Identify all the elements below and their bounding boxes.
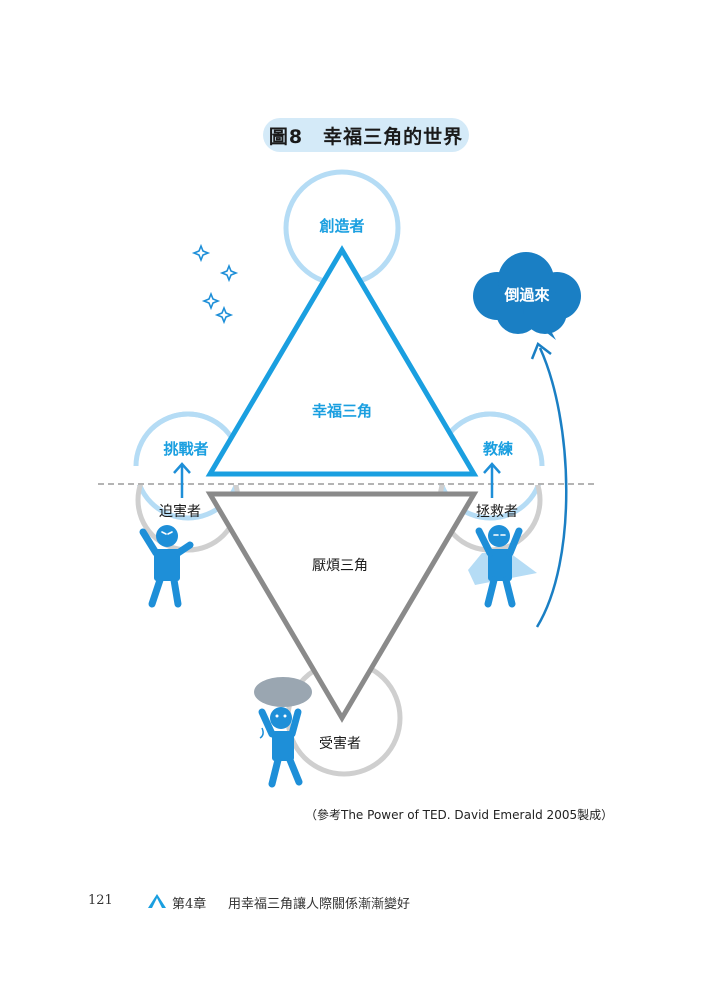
rescuer-figure-icon bbox=[468, 525, 537, 608]
drama-triangle-label: 厭煩三角 bbox=[312, 558, 368, 574]
page-number: 121 bbox=[88, 893, 113, 908]
cloud-shape bbox=[473, 252, 581, 340]
challenger-label: 挑戰者 bbox=[163, 440, 208, 458]
rescuer-label: 拯救者 bbox=[476, 504, 518, 520]
persecutor-figure-icon bbox=[139, 525, 194, 608]
page-footer: 121 第4章 用幸福三角讓人際關係漸漸變好 bbox=[88, 893, 648, 915]
figure-title: 幸福三角的世界 bbox=[323, 125, 464, 148]
drama-triangle bbox=[205, 491, 479, 723]
cloud-label: 倒過來 bbox=[503, 286, 549, 304]
figure-title-banner: 圖8 幸福三角的世界 bbox=[263, 118, 469, 152]
right-up-arrow bbox=[483, 462, 501, 498]
persecutor-label: 迫害者 bbox=[159, 504, 201, 520]
figure-number: 圖8 bbox=[268, 125, 304, 148]
left-up-arrow bbox=[173, 462, 191, 498]
victim-figure-icon bbox=[254, 677, 312, 788]
flip-arrow bbox=[530, 342, 568, 628]
happy-triangle-label: 幸福三角 bbox=[312, 402, 372, 420]
chapter-number: 第4章 bbox=[172, 897, 207, 912]
sparkle-icon bbox=[191, 243, 239, 325]
coach-label: 教練 bbox=[482, 440, 513, 458]
victim-label: 受害者 bbox=[319, 736, 361, 752]
citation: （參考The Power of TED. David Emerald 2005製… bbox=[305, 808, 614, 822]
triangle-icon bbox=[148, 894, 166, 908]
creator-label: 創造者 bbox=[318, 217, 364, 235]
happy-triangle bbox=[205, 245, 479, 477]
chapter-title: 用幸福三角讓人際關係漸漸變好 bbox=[228, 897, 411, 912]
